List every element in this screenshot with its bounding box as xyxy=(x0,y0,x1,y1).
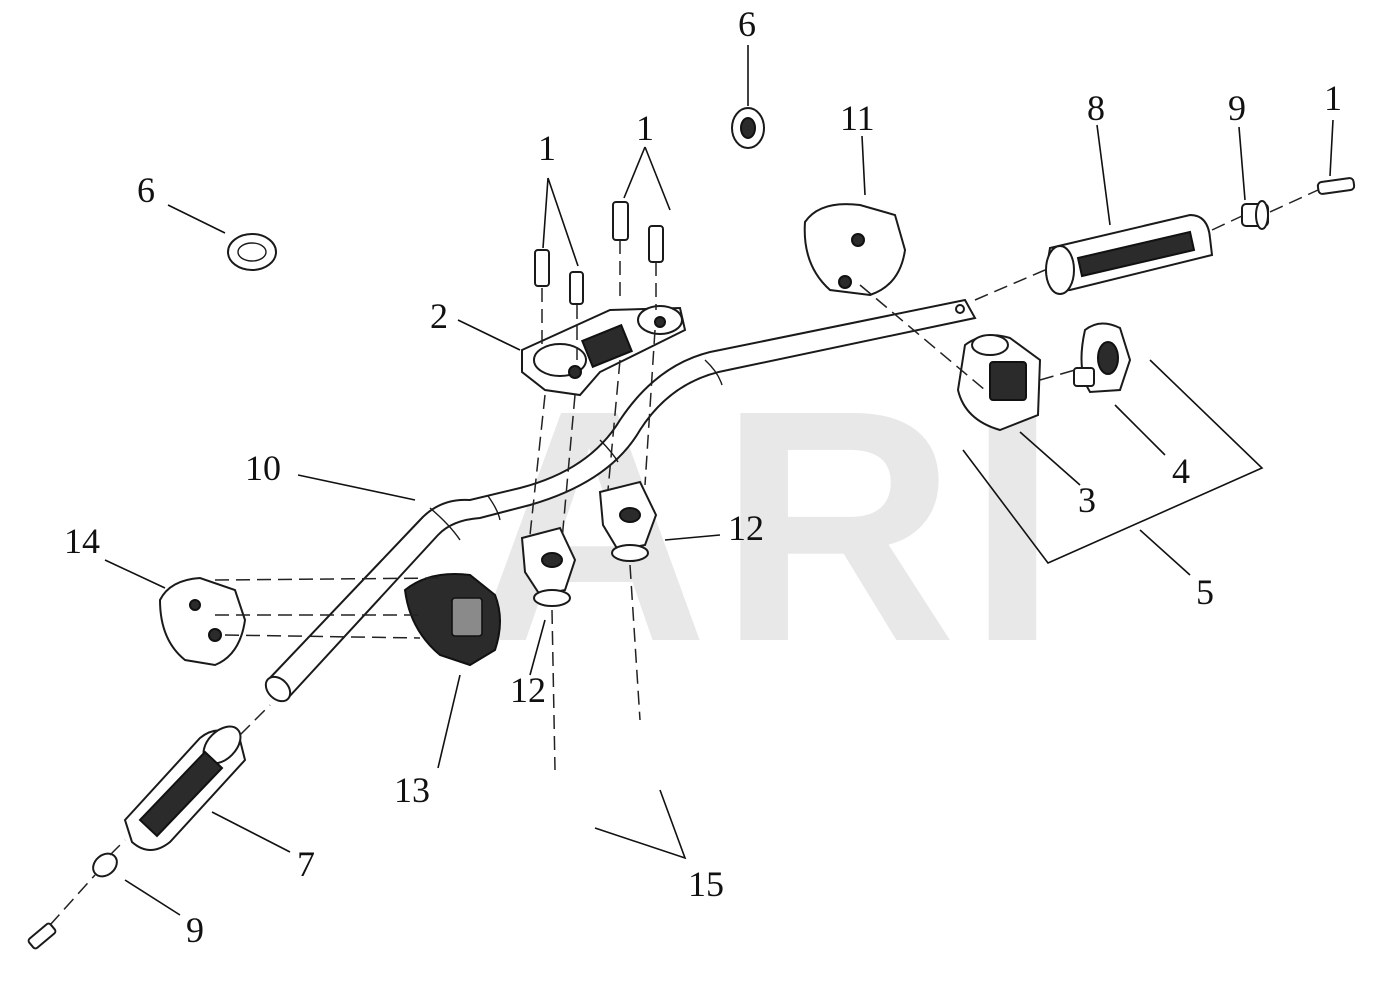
upper-clamp xyxy=(521,305,687,397)
callout-11: 11 xyxy=(840,98,875,138)
callout-15: 15 xyxy=(688,864,724,904)
cable-guide-top xyxy=(731,107,765,149)
clamp-bolts xyxy=(534,201,664,305)
callout-8: 8 xyxy=(1087,88,1105,128)
riser-right xyxy=(598,480,658,562)
callout-labels: 1 1 1 2 3 4 5 6 6 7 8 9 9 10 11 12 12 13… xyxy=(64,4,1342,950)
cable-guide-left xyxy=(227,233,277,271)
callout-4: 4 xyxy=(1172,451,1190,491)
callout-9a: 9 xyxy=(1228,88,1246,128)
callout-1b: 1 xyxy=(636,108,654,148)
leader-lines xyxy=(104,45,1334,916)
callout-2: 2 xyxy=(430,296,448,336)
right-switch-housing xyxy=(956,334,1042,432)
callout-6b: 6 xyxy=(738,4,756,44)
riser-left xyxy=(520,526,577,607)
callout-10: 10 xyxy=(245,448,281,488)
watermark-text: ARI xyxy=(470,341,1068,710)
callout-3: 3 xyxy=(1078,480,1096,520)
left-grip xyxy=(123,725,247,851)
callout-7: 7 xyxy=(297,844,315,884)
left-switch-housing xyxy=(403,573,501,667)
left-bar-end xyxy=(27,852,118,950)
handlebar-tube xyxy=(264,298,977,703)
right-switch-cover xyxy=(803,203,907,297)
callout-12b: 12 xyxy=(510,670,546,710)
callout-13: 13 xyxy=(394,770,430,810)
callout-9b: 9 xyxy=(186,910,204,950)
callout-12a: 12 xyxy=(728,508,764,548)
right-grip xyxy=(1044,213,1214,295)
right-bar-end xyxy=(1241,177,1356,230)
alignment-lines xyxy=(49,189,1319,926)
callout-6a: 6 xyxy=(137,170,155,210)
switch-component xyxy=(1073,322,1132,394)
left-switch-cover xyxy=(158,576,247,667)
callout-5: 5 xyxy=(1196,572,1214,612)
callout-1c: 1 xyxy=(1324,78,1342,118)
callout-14: 14 xyxy=(64,521,100,561)
callout-1a: 1 xyxy=(538,128,556,168)
